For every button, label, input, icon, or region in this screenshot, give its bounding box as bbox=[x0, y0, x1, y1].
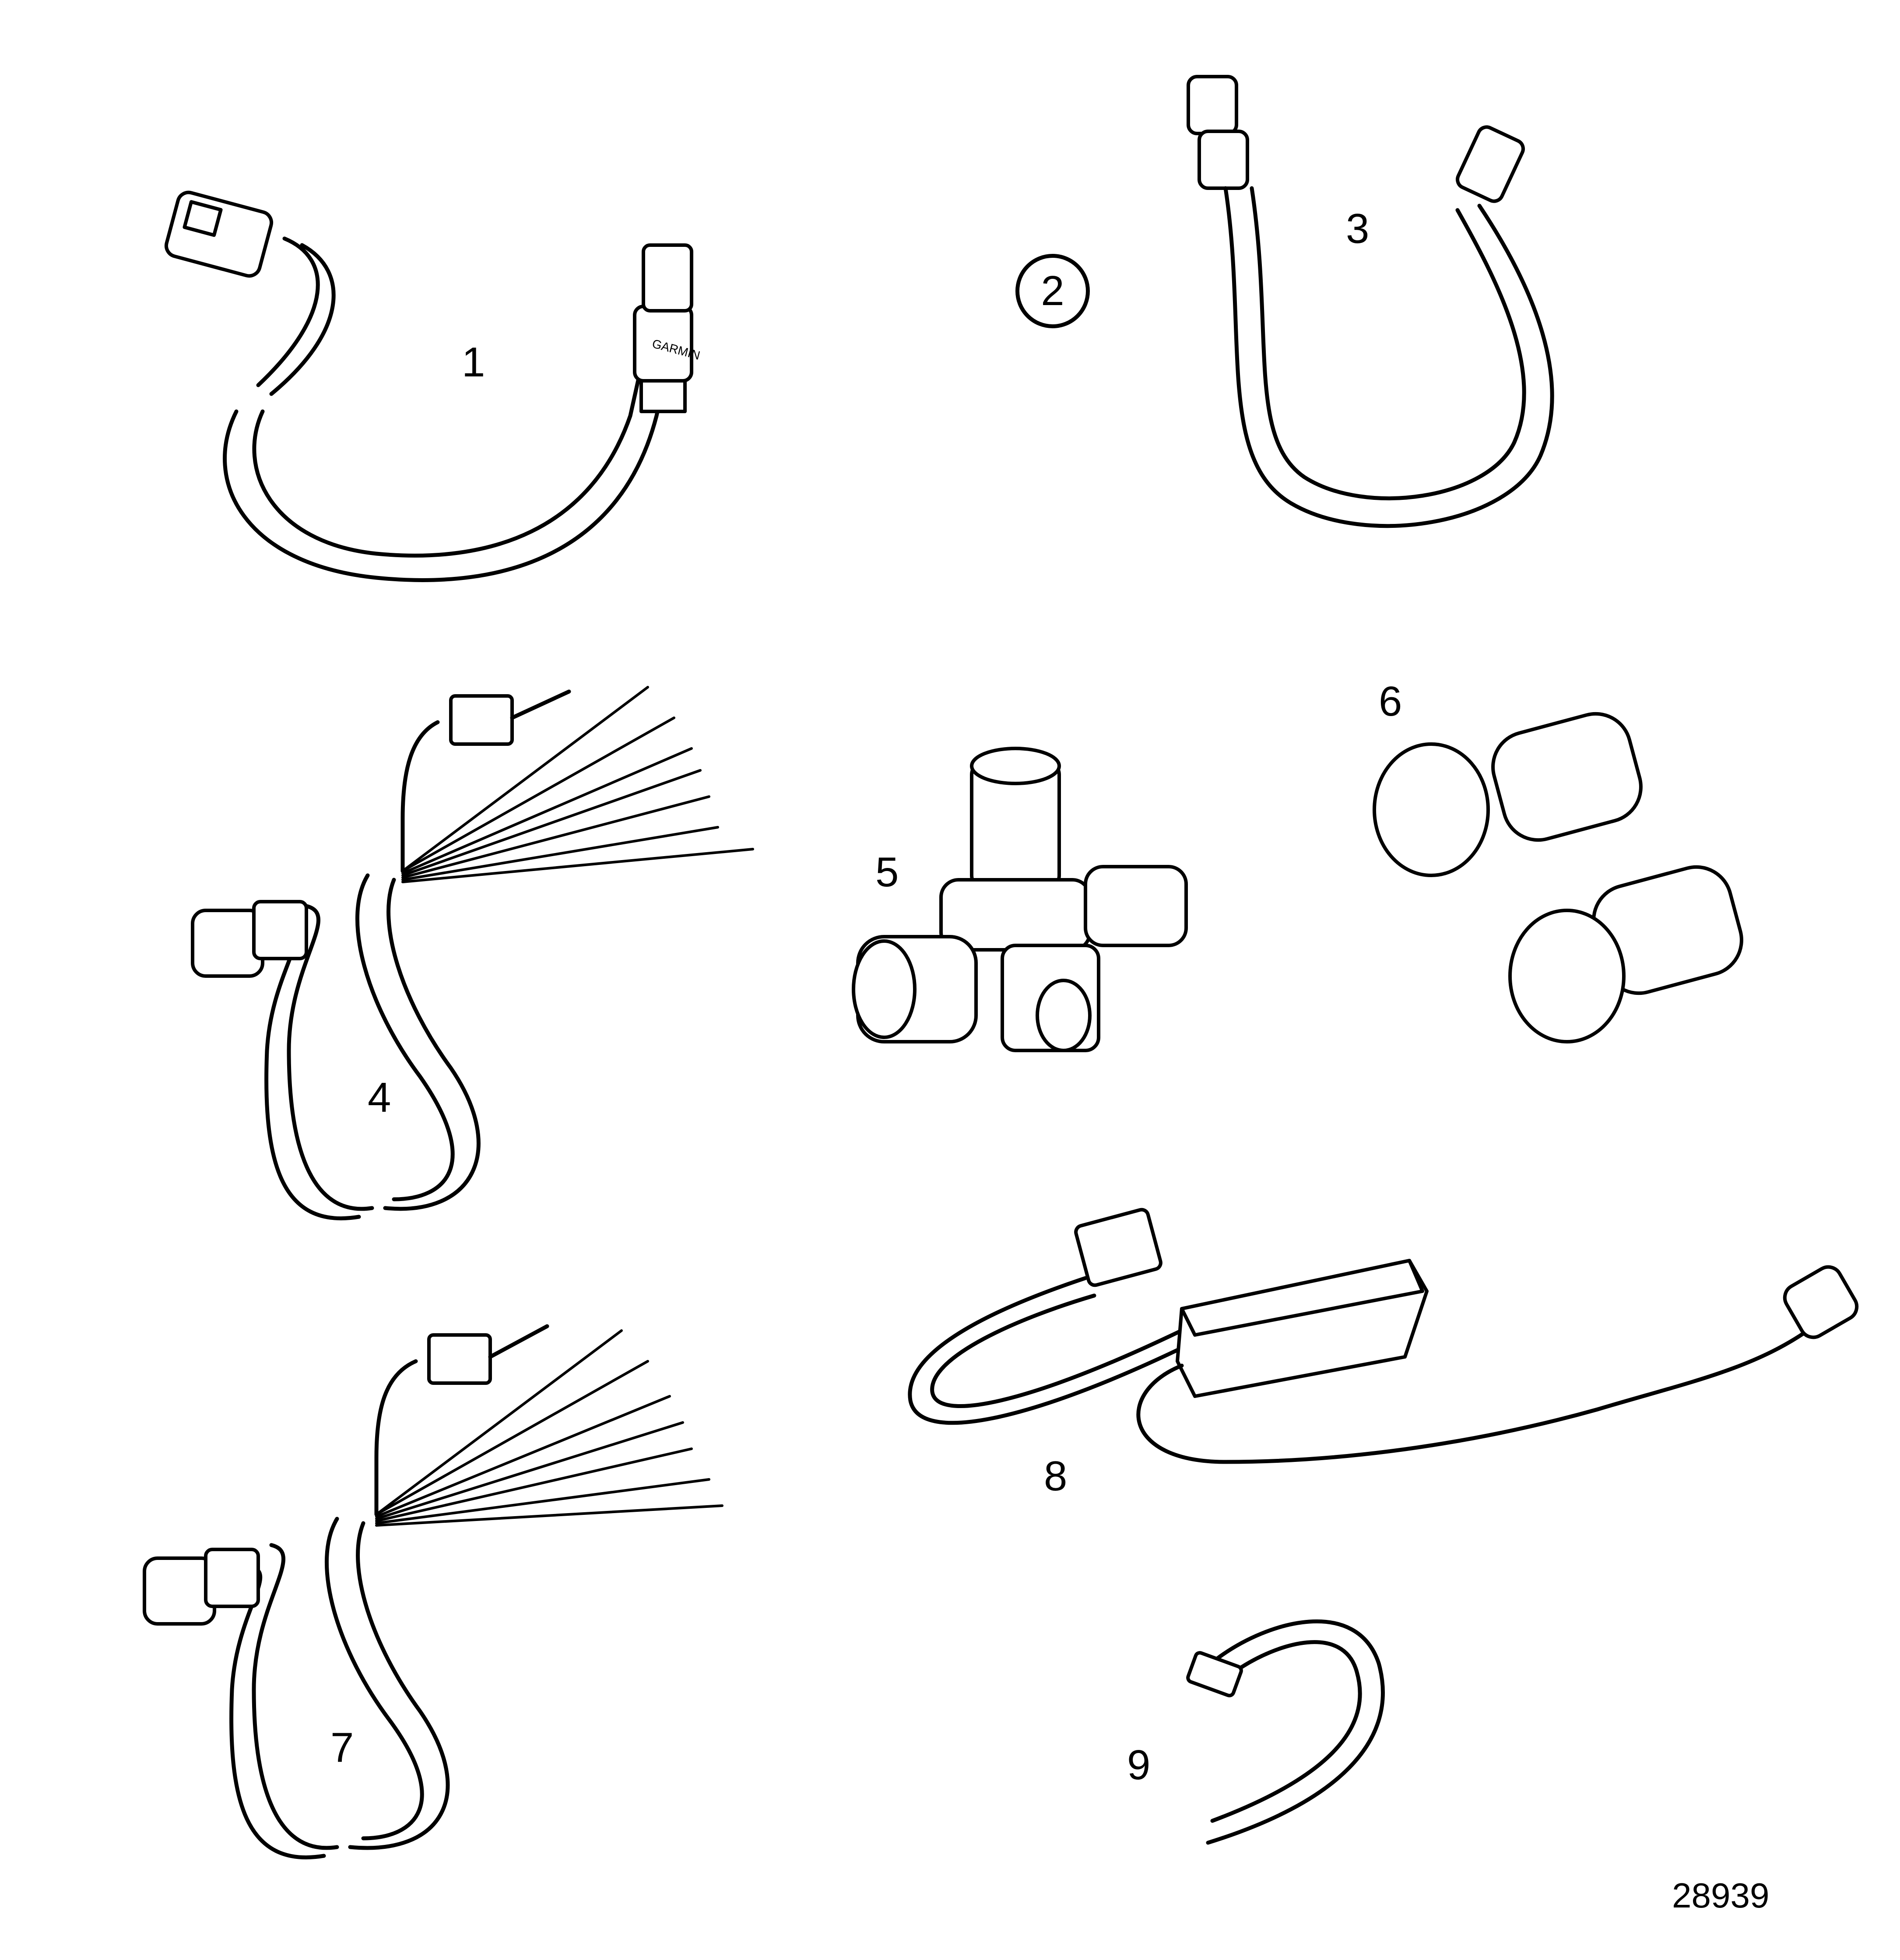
part-7-wiring-harness bbox=[143, 1324, 723, 1860]
callout-9: 9 bbox=[1127, 1742, 1151, 1788]
callout-2-circled: 2 bbox=[1015, 254, 1090, 328]
callout-3: 3 bbox=[1346, 205, 1370, 252]
callout-7: 7 bbox=[330, 1724, 354, 1771]
part-6-terminators bbox=[1373, 712, 1743, 1043]
callout-5: 5 bbox=[875, 849, 899, 896]
part-5-t-connector bbox=[852, 747, 1188, 1052]
callout-8: 8 bbox=[1044, 1453, 1068, 1500]
part-9-cable-tie bbox=[1186, 1619, 1385, 1845]
figure-id: 28939 bbox=[1672, 1876, 1770, 1915]
callout-4: 4 bbox=[368, 1074, 391, 1121]
part-1-adapter-cable: GARMIN bbox=[164, 190, 702, 582]
part-3-network-cable bbox=[1187, 75, 1554, 528]
callout-6: 6 bbox=[1379, 678, 1402, 725]
part-8-interface-module bbox=[908, 1208, 1859, 1464]
part-4-wiring-harness bbox=[191, 686, 754, 1221]
callout-1: 1 bbox=[462, 339, 485, 386]
